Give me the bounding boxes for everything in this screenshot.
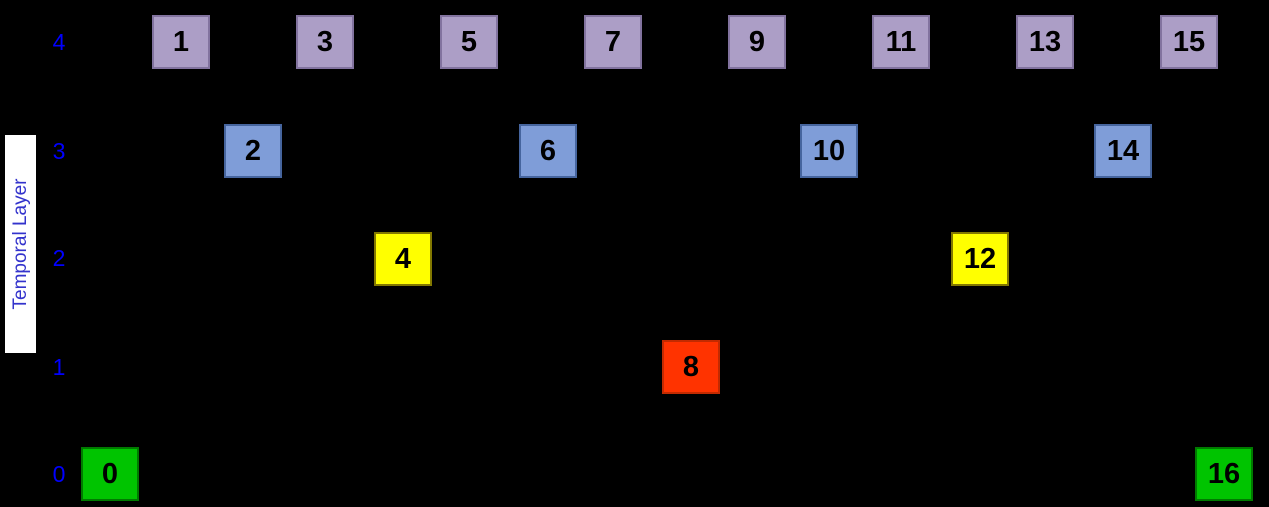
frame-box-7: 7 <box>584 15 642 69</box>
frame-box-0: 0 <box>81 447 139 501</box>
frame-box-label: 0 <box>101 457 119 490</box>
frame-box-label: 8 <box>682 350 700 383</box>
frame-box-label: 16 <box>1207 457 1241 490</box>
frame-box-label: 12 <box>963 242 997 275</box>
frame-box-label: 15 <box>1172 25 1206 58</box>
frame-box-label: 7 <box>604 25 622 58</box>
frame-box-4: 4 <box>374 232 432 286</box>
frame-box-15: 15 <box>1160 15 1218 69</box>
frame-box-label: 6 <box>539 134 557 167</box>
frame-box-label: 1 <box>172 25 190 58</box>
frame-box-label: 14 <box>1106 134 1140 167</box>
frame-box-9: 9 <box>728 15 786 69</box>
frame-box-11: 11 <box>872 15 930 69</box>
frame-box-label: 5 <box>460 25 478 58</box>
layer-tick-4: 4 <box>52 29 66 55</box>
frame-box-6: 6 <box>519 124 577 178</box>
frame-box-10: 10 <box>800 124 858 178</box>
frame-box-label: 4 <box>394 242 412 275</box>
frame-box-16: 16 <box>1195 447 1253 501</box>
layer-tick-3: 3 <box>52 138 66 164</box>
frame-box-label: 10 <box>812 134 846 167</box>
frame-box-14: 14 <box>1094 124 1152 178</box>
y-axis-title: Temporal Layer <box>9 178 31 310</box>
frame-box-label: 2 <box>244 134 262 167</box>
frame-box-3: 3 <box>296 15 354 69</box>
frame-box-5: 5 <box>440 15 498 69</box>
frame-box-1: 1 <box>152 15 210 69</box>
frame-box-label: 11 <box>885 25 917 58</box>
frame-box-8: 8 <box>662 340 720 394</box>
layer-tick-1: 1 <box>52 354 66 380</box>
layer-tick-0: 0 <box>52 461 66 487</box>
y-axis-label-strip: Temporal Layer <box>5 135 36 353</box>
frame-box-label: 9 <box>748 25 766 58</box>
frame-box-label: 3 <box>316 25 334 58</box>
frame-box-2: 2 <box>224 124 282 178</box>
frame-box-12: 12 <box>951 232 1009 286</box>
frame-box-label: 13 <box>1028 25 1062 58</box>
layer-tick-2: 2 <box>52 245 66 271</box>
frame-box-13: 13 <box>1016 15 1074 69</box>
